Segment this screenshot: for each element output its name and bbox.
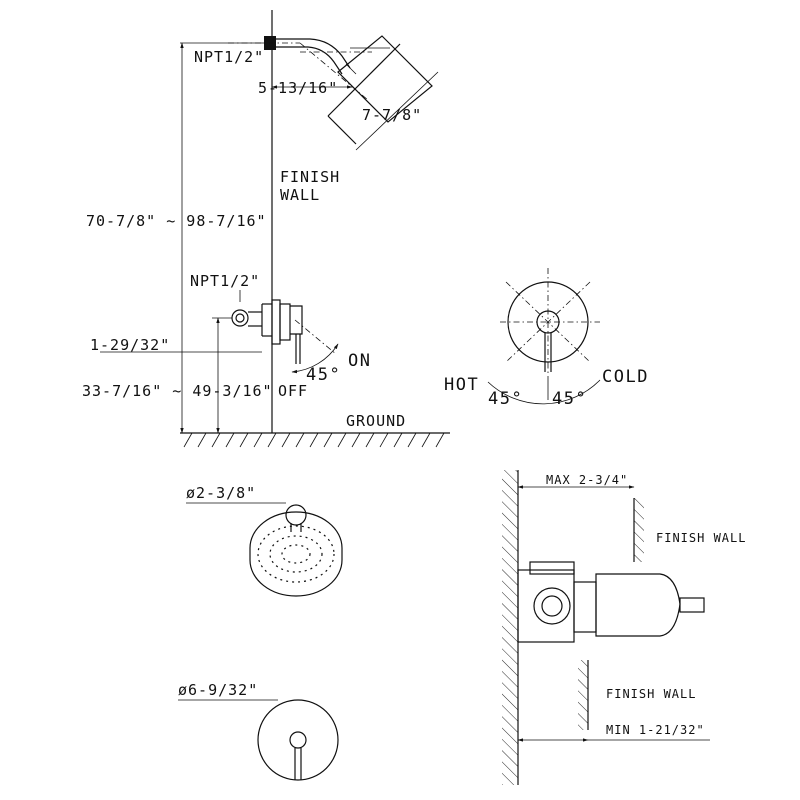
on-label: ON	[348, 351, 371, 371]
rough-wall-hatch	[502, 470, 518, 785]
trim-diameter-label: ø6-9/32"	[178, 681, 258, 699]
flange-diameter-label: ø2-3/8"	[186, 484, 256, 502]
finish-wall-label-2: WALL	[280, 186, 320, 204]
finish-wall-bottom-hatch	[578, 660, 588, 730]
angle-left-label: 45°	[488, 389, 523, 409]
trim-front-view: ø6-9/32"	[178, 681, 339, 781]
handle-front-view: HOT COLD 45° 45°	[444, 268, 649, 409]
ground-hatch	[183, 432, 445, 448]
valve-section-view: MAX 2-3/4" FINISH WALL FINISH WALL MIN 1…	[502, 470, 746, 785]
valve-offset-label: 1-29/32"	[90, 336, 170, 354]
side-view: NPT1/2" 5-13/16" 7-7/8" FINISH WALL 70-7…	[82, 10, 450, 448]
angle-on-label: 45°	[306, 365, 341, 385]
shower-arm	[228, 36, 369, 101]
off-label: OFF	[278, 382, 308, 400]
hot-label: HOT	[444, 375, 479, 395]
npt-top-label: NPT1/2"	[194, 48, 264, 66]
finish-wall-label-1: FINISH	[280, 168, 340, 186]
finish-wall-top-hatch	[634, 498, 644, 562]
height-range-label: 70-7/8" ~ 98-7/16"	[86, 212, 267, 230]
showerhead-front-view: ø2-3/8"	[186, 484, 343, 597]
head-width-label: 7-7/8"	[362, 106, 422, 124]
arm-reach-label: 5-13/16"	[258, 79, 338, 97]
valve-height-range-label: 33-7/16" ~ 49-3/16"	[82, 382, 273, 400]
head-width-dimension	[355, 71, 439, 151]
finish-wall-bottom-label: FINISH WALL	[606, 687, 696, 701]
min-depth-label: MIN 1-21/32"	[606, 723, 705, 737]
cold-label: COLD	[602, 367, 649, 387]
npt-valve-label: NPT1/2"	[190, 272, 260, 290]
valve-side	[231, 299, 339, 374]
angle-right-label: 45°	[552, 389, 587, 409]
max-depth-label: MAX 2-3/4"	[546, 473, 628, 487]
ground-label: GROUND	[346, 412, 406, 430]
finish-wall-top-label: FINISH WALL	[656, 531, 746, 545]
